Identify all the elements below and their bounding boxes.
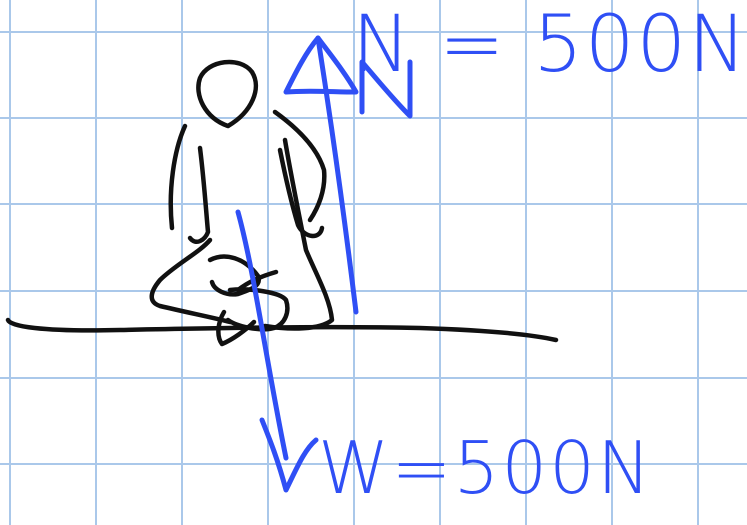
weight-force-arrowhead bbox=[259, 417, 319, 493]
person-foot bbox=[216, 309, 257, 347]
person-back bbox=[262, 137, 335, 331]
weight-force-arrow bbox=[235, 209, 319, 493]
person-right-arm bbox=[272, 109, 327, 223]
person-left-arm bbox=[168, 123, 188, 231]
normal-force-arrow bbox=[283, 35, 413, 315]
normal-force-shaft bbox=[315, 35, 359, 315]
person-left-arm-inner bbox=[187, 145, 211, 244]
normal-force-symbol-n bbox=[359, 59, 413, 119]
person-front-torso bbox=[149, 237, 233, 325]
normal-force-arrowhead bbox=[283, 35, 359, 95]
weight-force-label: W=500N bbox=[318, 426, 653, 510]
weight-force-shaft bbox=[235, 209, 289, 461]
normal-force-label: N = 500N bbox=[352, 0, 747, 90]
person-head bbox=[196, 59, 259, 129]
person-hand bbox=[235, 269, 279, 293]
person-right-arm-inner bbox=[277, 147, 325, 239]
person-figure bbox=[149, 59, 335, 347]
